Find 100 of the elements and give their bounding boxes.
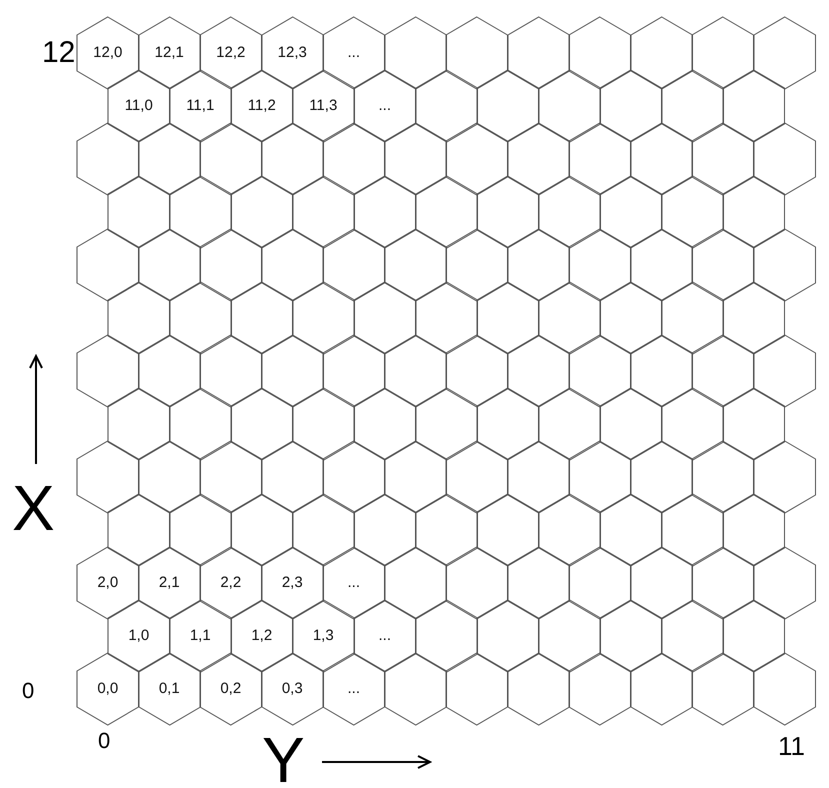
hex-cell bbox=[262, 123, 323, 195]
hex-cell bbox=[170, 388, 231, 460]
hex-cell bbox=[477, 282, 538, 354]
hex-cell bbox=[323, 653, 384, 725]
hex-cell bbox=[446, 653, 508, 725]
hex-cell bbox=[569, 441, 630, 513]
hex-cell bbox=[600, 176, 662, 248]
hex-cell bbox=[262, 17, 323, 89]
hex-cell bbox=[384, 547, 446, 619]
hex-cell bbox=[416, 388, 477, 460]
hex-cell bbox=[200, 17, 262, 89]
hex-cell bbox=[108, 388, 170, 460]
hex-cell bbox=[323, 547, 384, 619]
hex-cell bbox=[323, 123, 384, 195]
hex-cell bbox=[692, 335, 754, 407]
hex-cell bbox=[292, 70, 354, 142]
cell-label: 12,0 bbox=[93, 44, 122, 62]
hex-cell bbox=[508, 547, 569, 619]
hex-cell bbox=[138, 653, 200, 725]
hex-cell bbox=[170, 176, 231, 248]
hex-cell bbox=[477, 600, 538, 672]
hex-cell bbox=[77, 441, 138, 513]
hex-cell bbox=[384, 335, 446, 407]
hex-cell bbox=[692, 441, 754, 513]
hex-cell bbox=[446, 229, 508, 301]
hex-cell bbox=[692, 123, 754, 195]
hex-cell bbox=[323, 441, 384, 513]
hex-cell bbox=[262, 653, 323, 725]
cell-label: 2,2 bbox=[220, 574, 242, 592]
hex-cell bbox=[200, 441, 262, 513]
hex-cell bbox=[262, 547, 323, 619]
cell-label: 11,0 bbox=[124, 97, 153, 115]
hex-cell bbox=[446, 123, 508, 195]
hex-cell bbox=[354, 282, 416, 354]
hex-cell bbox=[231, 388, 292, 460]
hex-cell bbox=[692, 547, 754, 619]
hex-cell bbox=[569, 229, 630, 301]
cell-label: 1,0 bbox=[128, 627, 150, 645]
hex-cell bbox=[292, 494, 354, 566]
hex-cell bbox=[138, 547, 200, 619]
hex-cell bbox=[292, 388, 354, 460]
cell-label: ... bbox=[347, 44, 360, 62]
hex-cell bbox=[569, 17, 630, 89]
hex-cell bbox=[354, 494, 416, 566]
hex-cell bbox=[723, 494, 784, 566]
axis-number: 11 bbox=[778, 733, 805, 759]
hex-cell bbox=[723, 70, 784, 142]
hex-cell bbox=[662, 388, 723, 460]
hex-cell bbox=[138, 229, 200, 301]
hex-cell bbox=[323, 17, 384, 89]
hex-cell bbox=[262, 229, 323, 301]
hex-cell bbox=[508, 335, 569, 407]
hex-cell bbox=[446, 441, 508, 513]
hex-cell bbox=[508, 441, 569, 513]
hex-cell bbox=[262, 335, 323, 407]
cell-label: ... bbox=[347, 574, 360, 592]
hex-cell bbox=[77, 547, 138, 619]
hex-cell bbox=[662, 600, 723, 672]
hex-cell bbox=[200, 123, 262, 195]
cell-label: 0,3 bbox=[282, 680, 303, 698]
cell-label: 12,2 bbox=[216, 44, 246, 62]
hex-cell bbox=[600, 70, 662, 142]
axis-number: 0 bbox=[98, 730, 110, 752]
axis-number: 0 bbox=[22, 680, 34, 702]
hex-cell bbox=[723, 600, 784, 672]
hex-cell bbox=[630, 17, 692, 89]
hex-cell bbox=[508, 229, 569, 301]
hex-cell bbox=[231, 600, 292, 672]
hex-cell bbox=[569, 547, 630, 619]
hex-cell bbox=[754, 547, 815, 619]
hex-cell bbox=[662, 494, 723, 566]
hex-cell bbox=[170, 70, 231, 142]
axis-label: Y bbox=[262, 728, 305, 788]
cell-label: 1,1 bbox=[190, 627, 211, 645]
hex-cell bbox=[477, 176, 538, 248]
hex-cell bbox=[231, 176, 292, 248]
hex-cell bbox=[231, 70, 292, 142]
hex-cell bbox=[416, 494, 477, 566]
hex-cell bbox=[569, 123, 630, 195]
cell-label: 2,3 bbox=[282, 574, 303, 592]
cell-label: 11,1 bbox=[186, 97, 214, 115]
hex-cell bbox=[600, 282, 662, 354]
hex-cell bbox=[138, 17, 200, 89]
hex-cell bbox=[200, 229, 262, 301]
hex-cell bbox=[538, 176, 600, 248]
hex-cell bbox=[416, 600, 477, 672]
cell-label: ... bbox=[378, 627, 391, 645]
hex-cell bbox=[354, 600, 416, 672]
hex-cell bbox=[384, 123, 446, 195]
cell-label: 12,3 bbox=[278, 44, 307, 62]
cell-label: 0,2 bbox=[220, 680, 242, 698]
hex-cell bbox=[723, 282, 784, 354]
hex-cell bbox=[630, 229, 692, 301]
hex-cell bbox=[754, 653, 815, 725]
hex-cell bbox=[384, 17, 446, 89]
hex-cell bbox=[200, 547, 262, 619]
hex-cell bbox=[384, 229, 446, 301]
hex-cell bbox=[108, 176, 170, 248]
hex-cell bbox=[138, 335, 200, 407]
hex-cell bbox=[354, 70, 416, 142]
